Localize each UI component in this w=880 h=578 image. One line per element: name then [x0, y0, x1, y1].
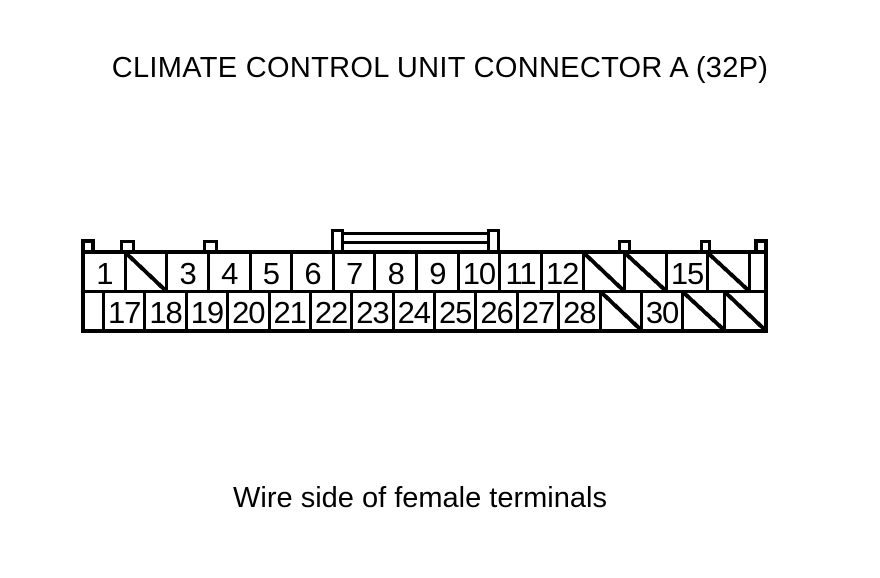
- pin-number: 26: [480, 294, 513, 329]
- pin-cavity-9: 9: [418, 254, 460, 290]
- pin-cavity-15: 15: [668, 254, 710, 290]
- pin-number: 17: [107, 294, 141, 329]
- pin-number: 10: [462, 255, 496, 290]
- blocked-cavity: [684, 293, 726, 329]
- pin-number: 28: [563, 294, 596, 329]
- pin-cavity-5: 5: [252, 254, 294, 290]
- pin-cavity-19: 19: [188, 293, 230, 329]
- pin-number: 23: [356, 294, 389, 329]
- pin-cavity-21: 21: [271, 293, 312, 329]
- pin-number: 11: [505, 255, 536, 290]
- pin-number: 27: [521, 294, 555, 329]
- pin-cavity-18: 18: [146, 293, 188, 329]
- pin-cavity-22: 22: [312, 293, 354, 329]
- pin-number: 4: [221, 255, 238, 290]
- pin-number: 24: [397, 294, 431, 329]
- pin-number: 5: [262, 255, 280, 290]
- pin-number: 3: [179, 255, 196, 290]
- pin-number: 8: [387, 255, 405, 290]
- pin-cavity-8: 8: [376, 254, 418, 290]
- pin-number: 1: [96, 255, 113, 290]
- pin-number: 25: [438, 294, 472, 329]
- pin-number: 19: [190, 294, 224, 329]
- pin-cavity-10: 10: [460, 254, 502, 290]
- pin-cavity-6: 6: [293, 254, 335, 290]
- pin-number: 20: [232, 294, 265, 329]
- blocked-cavity: [725, 293, 764, 329]
- pin-number: 22: [314, 294, 348, 329]
- blocked-cavity: [709, 254, 751, 290]
- pin-cavity-1: 1: [85, 254, 127, 290]
- pin-number: 12: [545, 255, 579, 290]
- pin-cavity-11: 11: [501, 254, 543, 290]
- housing-spacer: [85, 293, 105, 329]
- pin-cavity-3: 3: [168, 254, 210, 290]
- pin-cavity-7: 7: [335, 254, 377, 290]
- pin-cavity-12: 12: [543, 254, 585, 290]
- pin-cavity-4: 4: [210, 254, 252, 290]
- pin-number: 30: [645, 294, 679, 329]
- pin-number: 6: [304, 255, 321, 290]
- pin-cavity-28: 28: [560, 293, 602, 329]
- latch-bridge: [338, 232, 493, 244]
- pin-cavity-17: 17: [105, 293, 147, 329]
- pin-cavity-26: 26: [477, 293, 519, 329]
- pin-cavity-30: 30: [643, 293, 685, 329]
- pin-cavity-24: 24: [395, 293, 436, 329]
- blocked-cavity: [584, 254, 627, 290]
- pin-number: 9: [429, 255, 446, 290]
- pin-number: 21: [273, 294, 306, 329]
- pin-cavity-20: 20: [229, 293, 271, 329]
- blocked-cavity: [126, 254, 169, 290]
- pin-number: 15: [670, 255, 704, 290]
- pin-number: 18: [149, 294, 182, 329]
- blocked-cavity: [601, 293, 643, 329]
- pin-cavity-27: 27: [519, 293, 561, 329]
- pin-number: 7: [345, 255, 363, 290]
- view-caption: Wire side of female terminals: [233, 482, 607, 514]
- housing-spacer: [751, 254, 764, 290]
- pin-cavity-23: 23: [353, 293, 395, 329]
- pin-cavity-25: 25: [436, 293, 478, 329]
- blocked-cavity: [626, 254, 668, 290]
- diagram-title: CLIMATE CONTROL UNIT CONNECTOR A (32P): [111, 52, 769, 84]
